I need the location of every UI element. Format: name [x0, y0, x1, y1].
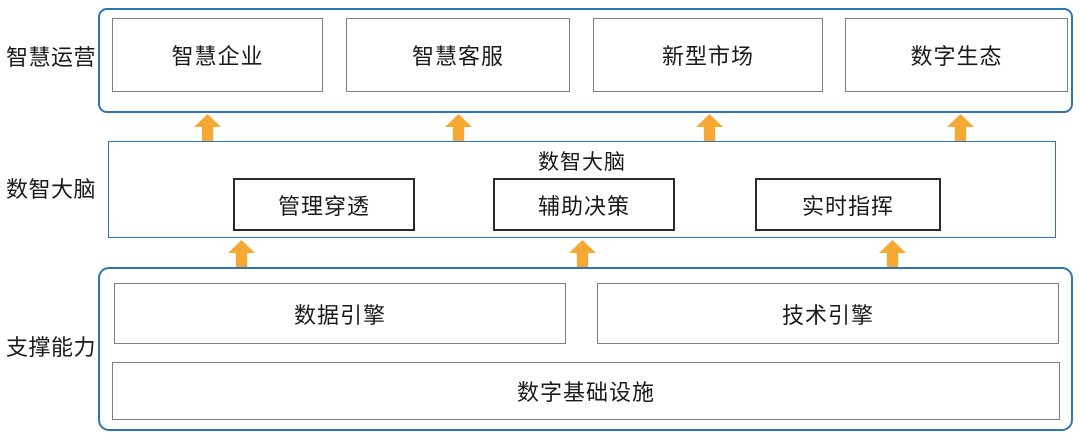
- up-arrow-icon: [947, 114, 974, 141]
- box-smart-customer-service: 智慧客服: [346, 18, 570, 92]
- box-digital-ecosystem: 数字生态: [845, 18, 1068, 92]
- box-realtime-command: 实时指挥: [755, 178, 941, 231]
- side-label-brain: 数智大脑: [6, 177, 97, 202]
- box-data-engine: 数据引擎: [114, 283, 566, 344]
- box-new-market: 新型市场: [593, 18, 823, 92]
- operations-layer-container: 智慧企业 智慧客服 新型市场 数字生态: [98, 8, 1073, 113]
- support-layer-container: 数据引擎 技术引擎 数字基础设施: [98, 267, 1073, 431]
- up-arrow-icon: [569, 240, 596, 267]
- up-arrow-icon: [228, 240, 255, 267]
- side-label-operations: 智慧运营: [6, 45, 97, 70]
- up-arrow-icon: [696, 114, 723, 141]
- up-arrow-icon: [194, 114, 221, 141]
- side-label-support: 支撑能力: [6, 335, 97, 360]
- box-management-penetration: 管理穿透: [233, 178, 415, 231]
- up-arrow-icon: [879, 240, 906, 267]
- box-decision-support: 辅助决策: [493, 178, 675, 231]
- brain-layer-container: 数智大脑 管理穿透 辅助决策 实时指挥: [108, 141, 1056, 238]
- box-smart-enterprise: 智慧企业: [112, 18, 323, 92]
- box-technology-engine: 技术引擎: [597, 283, 1059, 344]
- box-digital-infrastructure: 数字基础设施: [112, 362, 1060, 420]
- brain-layer-title: 数智大脑: [538, 150, 626, 174]
- up-arrow-icon: [445, 114, 472, 141]
